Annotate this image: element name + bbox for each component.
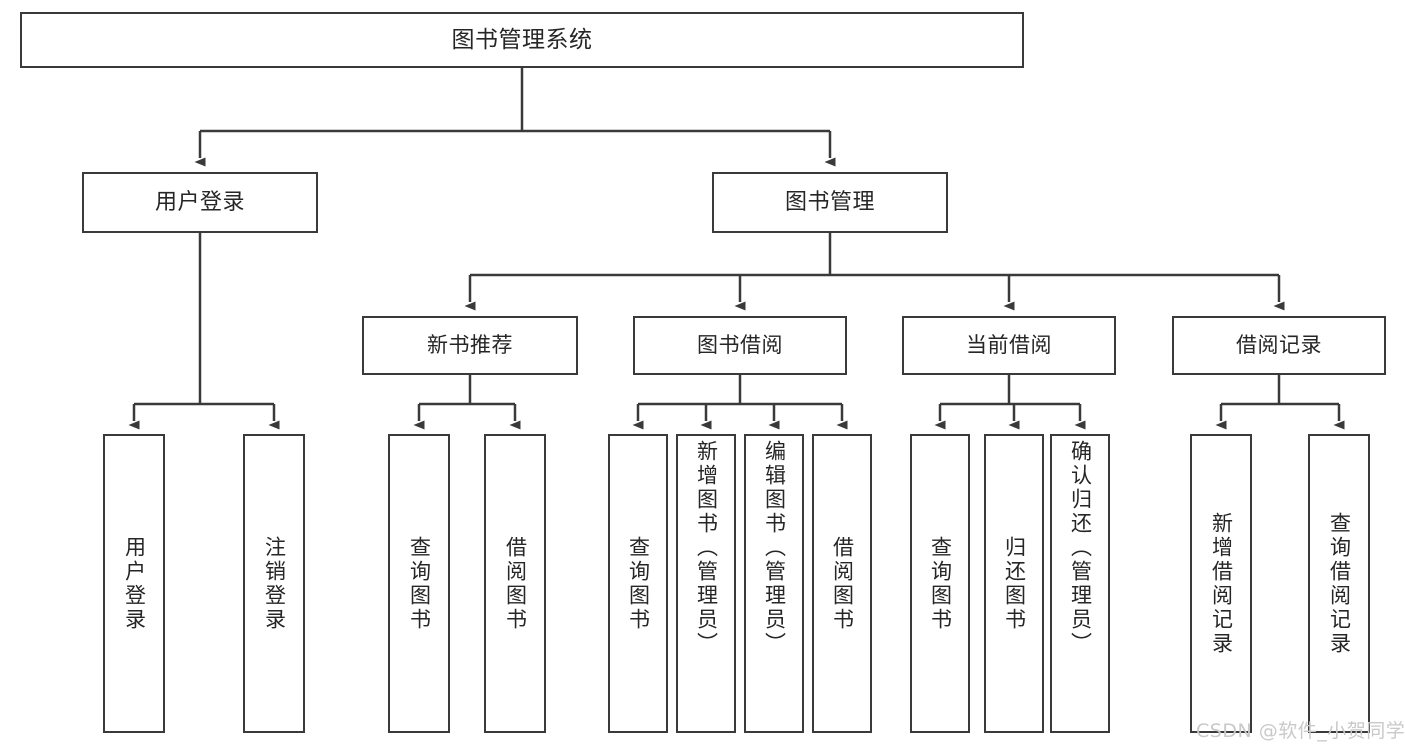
leaf-query-book-label: 查询图书 — [626, 535, 651, 632]
node-root-label: 图书管理系统 — [451, 26, 593, 53]
leaf-add-book-admin-label: 新增图书（管理员） — [694, 440, 719, 656]
leaf-query-book[interactable]: 查询图书 — [608, 434, 668, 733]
leaf-add-borrow-record[interactable]: 新增借阅记录 — [1190, 434, 1252, 733]
leaf-query-book-current-label: 查询图书 — [928, 535, 953, 632]
leaf-user-login[interactable]: 用户登录 — [103, 434, 165, 733]
leaf-logout-label: 注销登录 — [262, 535, 287, 632]
edge-group-new-book — [413, 375, 521, 430]
leaf-borrow-book[interactable]: 借阅图书 — [812, 434, 872, 733]
edge-group-root — [194, 68, 836, 167]
leaf-add-book-admin[interactable]: 新增图书（管理员） — [676, 434, 736, 733]
edge-group-borrow — [632, 375, 848, 430]
leaf-edit-book-admin-label: 编辑图书（管理员） — [762, 440, 787, 656]
edge-group-borrow-record — [1215, 375, 1345, 430]
leaf-edit-book-admin[interactable]: 编辑图书（管理员） — [744, 434, 804, 733]
leaf-return-book-label: 归还图书 — [1002, 535, 1027, 632]
leaf-query-book-recommend-label: 查询图书 — [407, 535, 432, 632]
node-borrow-record-label: 借阅记录 — [1236, 333, 1322, 358]
leaf-user-login-label: 用户登录 — [122, 535, 147, 632]
leaf-confirm-return-admin-label: 确认归还（管理员） — [1068, 440, 1093, 656]
node-user-login-label: 用户登录 — [154, 189, 245, 215]
leaf-borrow-book-recommend[interactable]: 借阅图书 — [484, 434, 546, 733]
node-book-management[interactable]: 图书管理 — [712, 172, 948, 233]
leaf-query-book-recommend[interactable]: 查询图书 — [388, 434, 450, 733]
node-current-borrow[interactable]: 当前借阅 — [902, 316, 1116, 375]
leaf-query-borrow-record-label: 查询借阅记录 — [1327, 511, 1352, 656]
node-new-book-recommend-label: 新书推荐 — [427, 333, 513, 358]
leaf-return-book[interactable]: 归还图书 — [984, 434, 1044, 733]
leaf-add-borrow-record-label: 新增借阅记录 — [1209, 511, 1234, 656]
edge-group-user-login — [128, 233, 280, 430]
node-book-borrow[interactable]: 图书借阅 — [633, 316, 847, 375]
node-user-login[interactable]: 用户登录 — [82, 172, 318, 233]
node-new-book-recommend[interactable]: 新书推荐 — [362, 316, 578, 375]
watermark: CSDN @软件_小贺同学 — [1196, 720, 1405, 742]
node-book-borrow-label: 图书借阅 — [697, 333, 783, 358]
leaf-confirm-return-admin[interactable]: 确认归还（管理员） — [1050, 434, 1110, 733]
leaf-logout[interactable]: 注销登录 — [243, 434, 305, 733]
node-borrow-record[interactable]: 借阅记录 — [1172, 316, 1386, 375]
node-book-management-label: 图书管理 — [784, 189, 875, 215]
node-current-borrow-label: 当前借阅 — [966, 333, 1052, 358]
leaf-borrow-book-recommend-label: 借阅图书 — [503, 535, 528, 632]
edge-group-current-borrow — [934, 375, 1086, 430]
leaf-borrow-book-label: 借阅图书 — [830, 535, 855, 632]
node-root[interactable]: 图书管理系统 — [20, 12, 1024, 68]
edge-group-book-mgmt — [464, 233, 1285, 311]
leaf-query-borrow-record[interactable]: 查询借阅记录 — [1308, 434, 1370, 733]
leaf-query-book-current[interactable]: 查询图书 — [910, 434, 970, 733]
